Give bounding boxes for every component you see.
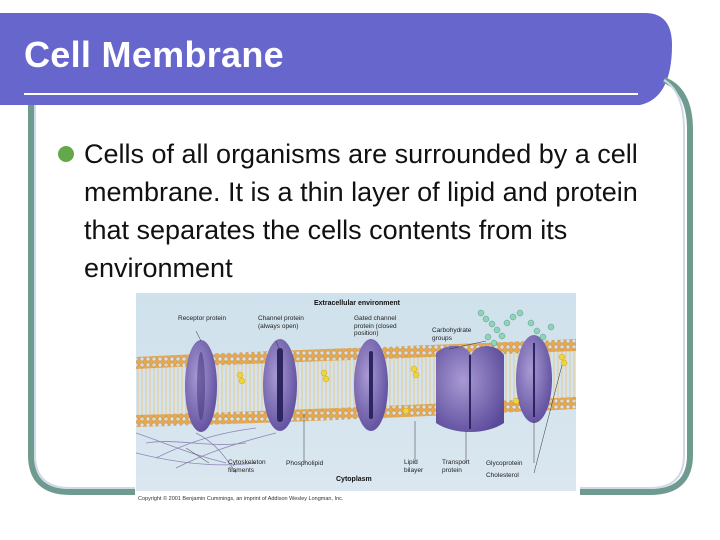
label-cytoskeleton: Cytoskeleton filaments — [228, 459, 280, 474]
label-cholesterol: Cholesterol — [486, 472, 519, 479]
label-glycoprotein: Glycoprotein — [486, 460, 523, 467]
label-channel: Channel protein (always open) — [258, 315, 310, 330]
figure-credit: Copyright © 2001 Benjamin Cummings, an i… — [138, 495, 344, 502]
label-lipid-bilayer: Lipid bilayer — [404, 459, 434, 474]
cell-membrane-figure: Extracellular environment Receptor prote… — [136, 293, 576, 505]
label-phospholipid: Phospholipid — [286, 460, 324, 467]
bullet-icon — [58, 146, 74, 162]
label-extracellular: Extracellular environment — [314, 300, 401, 307]
bullet-text: Cells of all organisms are surrounded by… — [84, 135, 684, 287]
label-carbohydrate: Carbohydrate groups — [432, 327, 488, 342]
label-cytoplasm: Cytoplasm — [336, 476, 372, 483]
label-transport: Transport protein — [442, 459, 482, 474]
label-receptor: Receptor protein — [178, 315, 228, 323]
slide-title: Cell Membrane — [24, 34, 284, 76]
label-gated: Gated channel protein (closed position) — [354, 315, 402, 338]
